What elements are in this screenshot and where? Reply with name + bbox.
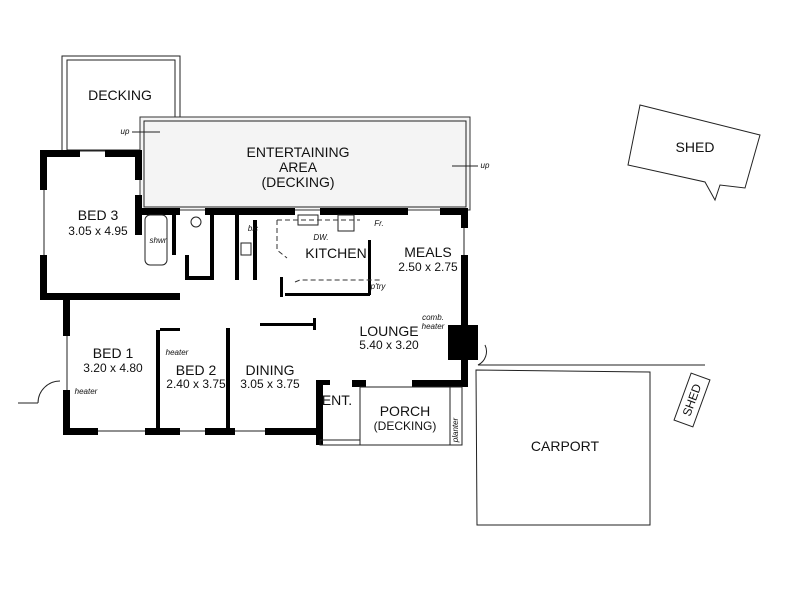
sink-icon (240, 242, 252, 256)
comb-heater-label-2: heater (422, 322, 445, 331)
dishwasher-label: DW. (313, 233, 328, 242)
meals-label: MEALS (404, 244, 451, 260)
bed2-label: BED 2 (176, 362, 217, 378)
up-label-2: up (481, 161, 490, 170)
lounge-dims: 5.40 x 3.20 (359, 338, 419, 352)
shwr-label: shwr (150, 236, 167, 245)
lounge-label: LOUNGE (359, 323, 418, 339)
small-shed-label: SHED (680, 382, 705, 418)
bed1-dims: 3.20 x 4.80 (83, 361, 143, 375)
heater-bed2-label: heater (166, 348, 189, 357)
decking-label: DECKING (88, 87, 152, 103)
fixtures: bic shwr Fr. DW. p'try comb. heater heat… (18, 214, 705, 443)
comb-heater-label: comb. (422, 313, 444, 322)
entertaining-area: ENTERTAINING AREA (DECKING) up up (121, 116, 490, 211)
bed3-label: BED 3 (78, 207, 119, 223)
carport-label: CARPORT (531, 438, 600, 454)
meals-dims: 2.50 x 2.75 (398, 260, 458, 274)
porch-label: PORCH (380, 403, 431, 419)
dining-dims: 3.05 x 3.75 (240, 377, 300, 391)
kitchen-label: KITCHEN (305, 245, 366, 261)
entertaining-label-2: AREA (279, 159, 318, 175)
bed3-dims: 3.05 x 4.95 (68, 224, 128, 238)
planter-label: planter (451, 417, 460, 443)
cooktop-icon (337, 214, 355, 232)
shed-label: SHED (676, 139, 715, 155)
bic-label: bic (248, 224, 258, 233)
bed1-label: BED 1 (93, 345, 134, 361)
dining-label: DINING (246, 362, 295, 378)
carport: CARPORT (475, 369, 651, 526)
entry-label: ENT. (322, 392, 352, 408)
porch-label-2: (DECKING) (374, 419, 437, 433)
entertaining-label: ENTERTAINING (247, 144, 350, 160)
bath-icon (144, 214, 168, 266)
heater-bed1-label: heater (75, 387, 98, 396)
room-labels: BED 3 3.05 x 4.95 KITCHEN MEALS 2.50 x 2… (68, 207, 458, 433)
toilet-icon (190, 216, 202, 228)
pantry-label: p'try (370, 282, 387, 291)
shed: SHED (627, 104, 761, 202)
entertaining-label-3: (DECKING) (261, 174, 334, 190)
bed2-dims: 2.40 x 3.75 (166, 377, 226, 391)
up-label: up (121, 127, 130, 136)
walls (40, 150, 478, 446)
small-shed: SHED (673, 372, 711, 428)
fridge-label: Fr. (374, 219, 383, 228)
